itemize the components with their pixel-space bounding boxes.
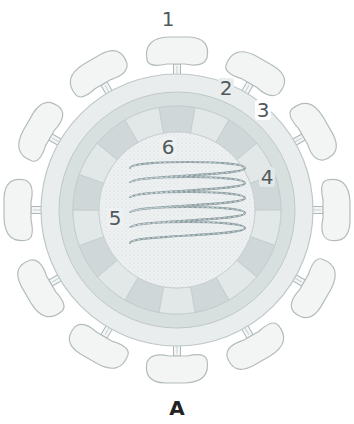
panel-letter: A (167, 398, 186, 418)
callout-number: 4 (259, 167, 276, 187)
callout-number: 5 (107, 208, 124, 228)
callout-number: 2 (218, 78, 235, 98)
callout-number: 6 (160, 137, 177, 157)
callout-number: 3 (255, 100, 272, 120)
callout-number: 1 (160, 9, 177, 29)
